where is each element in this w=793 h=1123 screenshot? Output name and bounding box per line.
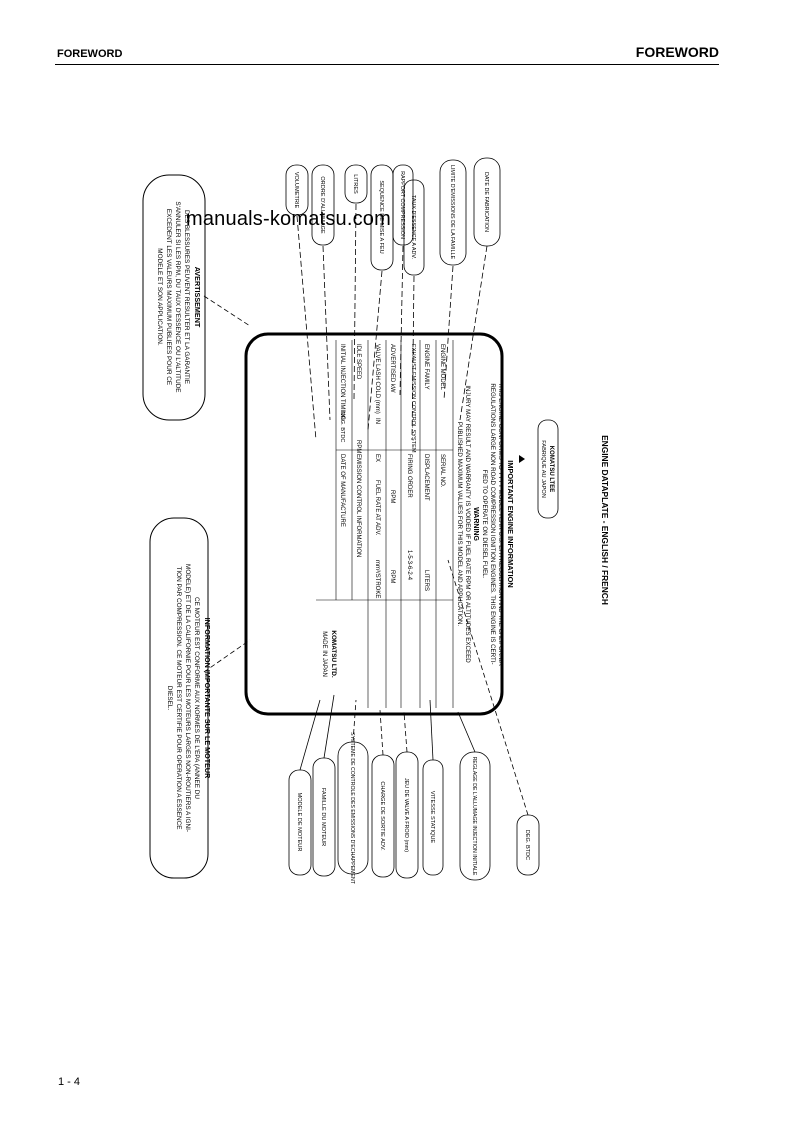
bottom-label-text: SYSTEME DE CONTROLE DES EMISSIONS D'ECHA… xyxy=(349,732,355,885)
plate-intro-line: REGULATIONS LARGE NON ROAD COMPRESSION I… xyxy=(489,383,496,664)
french-info-text: INFORMATION IMPORTANTE SUR LE MOTEUR CE … xyxy=(166,564,212,832)
plate-cell: DATE OF MANUFACTURE xyxy=(339,454,345,527)
plate-cell: ENGINE MODEL xyxy=(439,344,445,391)
bottom-label-text: JEU DE VALVE A FROID (mm) xyxy=(403,778,409,852)
french-warning-line: EXCEDENT LES VALEURS MAXIMUM PUBLIEES PO… xyxy=(165,209,172,385)
plate-title: IMPORTANT ENGINE INFORMATION xyxy=(506,460,515,587)
french-maker-line: KOMATSU LTEE xyxy=(548,446,554,492)
plate-cell: RPM xyxy=(389,570,395,583)
plate-intro-line: THIS ENGINE CONFORMS TO YYYY MODEL YEAR … xyxy=(497,382,504,666)
plate-cell: FUEL RATE AT ADV. xyxy=(374,480,380,536)
figure-caption: ENGINE DATAPLATE - ENGLISH / FRENCH xyxy=(600,435,610,605)
plate-cell: IN xyxy=(374,418,380,424)
plate-cell: INITIAL INJECTION TIMING xyxy=(339,344,345,420)
top-label-text: LITRES xyxy=(352,174,358,194)
page-number: 1 - 4 xyxy=(58,1076,81,1088)
maker-arrow-head xyxy=(519,455,525,463)
bottom-labels: MODELE DE MOTEUR FAMILLE DU MOTEUR SYSTE… xyxy=(288,732,540,885)
plate-cell: EX xyxy=(374,454,380,462)
plate-cell: ENGINE FAMILY xyxy=(423,344,429,390)
header-right-title: FOREWORD xyxy=(635,44,719,60)
bottom-arrows xyxy=(299,559,529,816)
plate-cell: SERIAL NO. xyxy=(439,454,445,488)
plate-cell: RPM xyxy=(355,440,361,453)
plate-cell: DISPLACEMENT xyxy=(423,454,429,501)
french-warning-text: AVERTISSEMENT DES BLESSURES PEUVENT RESU… xyxy=(156,201,202,392)
plate-made-in: MADE IN JAPAN xyxy=(321,631,327,677)
plate-made-by: KOMATSU LTD. xyxy=(330,630,337,678)
header-left-title: FOREWORD xyxy=(57,48,123,60)
french-warning-title: AVERTISSEMENT xyxy=(193,267,202,328)
french-warning-line: S'ANNULER SI LES RPM, DU TAUX D'ESSENCE … xyxy=(174,201,181,392)
header-rule xyxy=(55,64,719,65)
plate-cell: LITERS xyxy=(423,570,429,591)
french-warning-line: MODELE ET SON APPLICATION. xyxy=(156,248,163,346)
plate-intro-line: FIED TO OPERATE ON DIESEL FUEL. xyxy=(481,470,488,579)
french-maker-bubble xyxy=(537,419,559,519)
french-info-bubble xyxy=(149,517,209,879)
top-label-bubble xyxy=(392,164,414,246)
top-label-bubble xyxy=(439,159,467,266)
plate-cell: FIRING ORDER xyxy=(406,454,412,498)
bottom-label-text: MODELE DE MOTEUR xyxy=(296,793,302,852)
french-info-line: TION PAR COMPRESSION. CE MOTEUR EST CERT… xyxy=(175,566,182,829)
bottom-label-text: CHARGE DE SORTIE ADV. xyxy=(379,781,385,851)
plate-warning-line: PUBLISHED MAXIMUM VALUES FOR THIS MODEL … xyxy=(456,422,463,627)
french-warning-bubble xyxy=(142,174,206,421)
plate-warning-line: INJURY MAY RESULT AND WARRANTY IS VOIDED… xyxy=(464,385,471,663)
french-info-line: DIESEL. xyxy=(166,686,173,711)
plate-cell: 1-5-3-6-2-4 xyxy=(406,550,412,581)
bottom-label-text: REGLAGE DE L'ALLUMAGE INJECTION INITIALE xyxy=(471,757,477,876)
bottom-label-text: FAMILLE DU MOTEUR xyxy=(320,788,326,846)
dataplate-outline xyxy=(244,332,504,716)
plate-cell: EMISSION CONTROL INFORMATION xyxy=(355,454,361,557)
french-warning-line: DES BLESSURES PEUVENT RESULTER ET LA GAR… xyxy=(183,210,190,384)
top-label-text: LIMITE D'EMISSIONS DE LA FAMILLE xyxy=(449,165,455,260)
plate-cell: DEG. BTDC xyxy=(339,412,345,442)
top-label-bubble xyxy=(311,164,335,246)
bottom-label-text: VITESSE STATIQUE xyxy=(429,791,435,844)
plate-cell: ADVERTISED kW xyxy=(389,344,395,393)
top-label-bubble xyxy=(285,164,309,216)
plate-cell: EXHAUST EMISSION CONTROL SYSTEM xyxy=(410,344,416,453)
french-info-title: INFORMATION IMPORTANTE SUR LE MOTEUR xyxy=(203,618,212,779)
top-label-text: SEQUENCE DE MISE A FEU xyxy=(378,180,384,253)
plate-cell: VALVE LASH COLD (mm) xyxy=(374,344,380,414)
top-label-text: VOLUMETRIE xyxy=(293,172,299,209)
french-info-line: MODELE) ET DE LA CALIFORNIE POUR LES MOT… xyxy=(184,564,191,832)
dataplate-contents: IMPORTANT ENGINE INFORMATION THIS ENGINE… xyxy=(316,340,515,708)
top-label-text: RAPPORT COMPRESSION xyxy=(399,171,405,239)
top-label-text: ORDRE D'ALLUMAGE xyxy=(319,176,325,234)
top-label-bubble xyxy=(344,164,368,204)
french-info-line: CE MOTEUR EST CONFORME AUX NORMES DE L'E… xyxy=(193,597,200,799)
top-arrows xyxy=(296,203,488,441)
plate-warning-title: WARNING xyxy=(472,507,479,541)
top-label-bubble xyxy=(403,179,425,276)
top-labels: VOLUMETRIE ORDRE D'ALLUMAGE LITRES SEQUE… xyxy=(285,157,501,276)
plate-cell: mm³/STROKE xyxy=(374,560,380,598)
warning-arrow xyxy=(203,295,251,327)
watermark-text: manuals-komatsu.com xyxy=(186,208,391,230)
plate-cell: IDLE SPEED xyxy=(355,344,361,380)
french-maker-text: KOMATSU LTEE FABRIQUE AU JAPON xyxy=(540,440,554,498)
top-label-text: DATE DE FABRICATION xyxy=(483,172,489,232)
info-arrow xyxy=(203,639,251,673)
bottom-label-text: DEG. BTDC xyxy=(524,830,530,860)
plate-cell: RPM xyxy=(389,490,395,503)
top-label-text: TAUX D'ESSENCE A ADV. xyxy=(410,195,416,259)
french-maker-line: FABRIQUE AU JAPON xyxy=(540,440,546,498)
